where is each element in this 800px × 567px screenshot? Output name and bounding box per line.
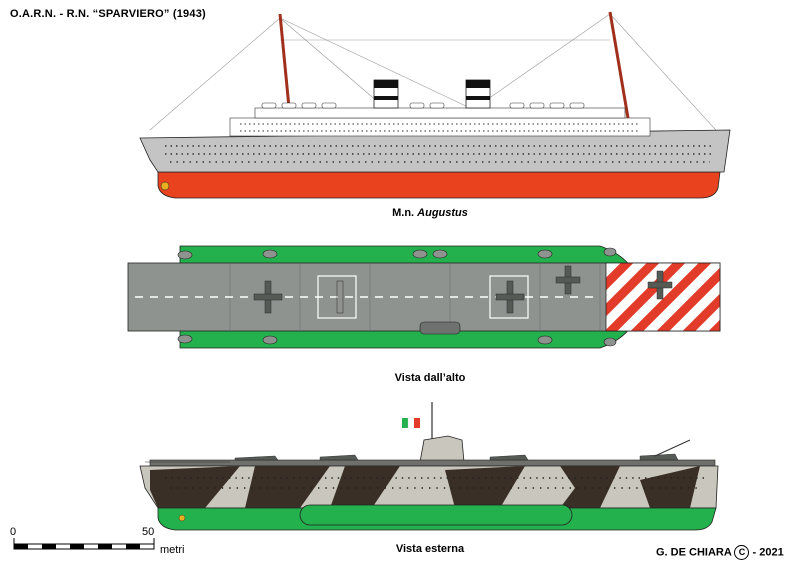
island-structure [419,435,465,463]
anti-torpedo-bulge [299,504,573,526]
liner-upper-hull [139,129,731,173]
side-view [139,402,719,531]
liner-bridge-deck [254,107,626,119]
side-deck-aircraft [234,453,679,461]
liner-funnel-2 [465,79,491,109]
diagram-title: O.A.R.N. - R.N. “SPARVIERO” (1943) [10,8,206,20]
caption-side-view: Vista esterna [395,543,465,555]
camo-pattern [150,466,700,508]
scale-bar [13,538,155,550]
liner-profile [139,11,731,199]
author-credit: G. DE CHIARA C - 2021 [656,545,784,560]
caption-liner: M.n. Augustus [330,207,530,219]
copyright-symbol: C [734,545,750,560]
copyright-letter: C [738,547,746,557]
scale-start-label: 0 [10,526,17,538]
credit-year: - 2021 [752,546,784,559]
liner-superstructure [229,117,651,137]
caption-top-view: Vista dall’alto [394,372,466,384]
main-mast [608,11,630,119]
fore-mast [278,13,292,119]
italian-flag [402,417,420,429]
fore-elevator [489,275,529,319]
rigging-lines [149,13,726,141]
scale-end-label: 50 [142,526,155,538]
scale-unit-label: metri [160,544,185,556]
caption-liner-prefix: M.n. [392,207,418,219]
liner-propeller [160,181,170,191]
liner-lifeboats [261,102,585,109]
liner-lower-hull [157,171,721,199]
bow-striped-zone [606,263,720,331]
bow-crane [654,439,691,457]
credit-author: G. DE CHIARA [656,546,732,559]
top-view [127,245,721,349]
liner-portholes [165,123,715,163]
caption-liner-name: Augustus [417,207,468,219]
deck-aircraft [253,265,673,314]
side-propeller [178,514,186,522]
aft-elevator [317,275,357,319]
top-sponsons [177,247,617,347]
liner-funnel-1 [373,79,399,109]
side-flight-deck [149,459,716,467]
island-top [419,321,461,335]
